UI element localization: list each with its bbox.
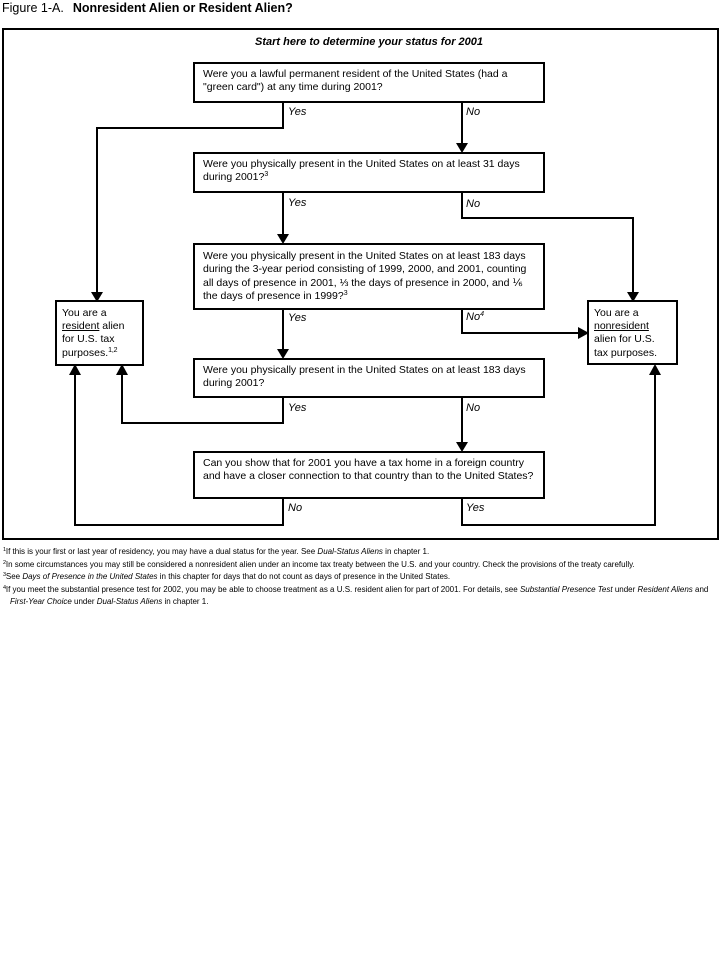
connector-q4-yes (121, 374, 284, 424)
result-box-nonresident-alien: You are a nonresident alien for U.S. tax… (587, 300, 678, 365)
footnote-1-text: If this is your first or last year of re… (5, 547, 430, 556)
branch-label-q1-yes: Yes (288, 106, 307, 118)
flowchart-border (2, 28, 719, 540)
branch-label-q3-yes: Yes (288, 312, 307, 324)
footnote-1: 1If this is your first or last year of r… (3, 546, 719, 559)
start-here-label: Start here to determine your status for … (254, 36, 483, 48)
connector-arrowheads (69, 143, 661, 452)
arrowhead-into-q5 (456, 442, 468, 452)
branch-label-q4-yes: Yes (288, 402, 307, 414)
connector-q5-no (74, 374, 284, 526)
arrowhead-into-nonresident-top (627, 292, 639, 302)
question-box-183-days-3-year: Were you physically present in the Unite… (193, 243, 545, 310)
arrowhead-into-q3 (277, 234, 289, 244)
arrowhead-into-nonresident-left (578, 327, 589, 339)
branch-label-q2-no: No (466, 198, 481, 210)
connector-paths (74, 103, 656, 526)
footnote-4: 4If you meet the substantial presence te… (3, 584, 719, 609)
arrowhead-into-q4 (277, 349, 289, 359)
connector-q5-yes (461, 374, 656, 526)
arrowhead-into-resident-bottom-2 (69, 364, 81, 375)
footnote-3-text: See Days of Presence in the United State… (5, 572, 451, 582)
connector-q2-no (461, 193, 634, 293)
arrowhead-into-resident-bottom-1 (116, 364, 128, 375)
question-box-green-card: Were you a lawful permanent resident of … (193, 62, 545, 103)
branch-label-q3-no: No4 (466, 311, 484, 323)
footnote-3: 3See Days of Presence in the United Stat… (3, 571, 719, 584)
question-box-closer-connection: Can you show that for 2001 you have a ta… (193, 451, 545, 499)
figure-title: Figure 1-A. Nonresident Alien or Resident… (2, 1, 293, 15)
footnotes: 1If this is your first or last year of r… (3, 546, 719, 609)
branch-label-q1-no: No (466, 106, 481, 118)
footnote-4-text: If you meet the substantial presence tes… (5, 584, 709, 607)
figure-label: Figure 1-A. (2, 1, 64, 15)
branch-label-q2-yes: Yes (288, 197, 307, 209)
footnote-2-number: 2 (3, 559, 6, 566)
connector-q1-yes (96, 103, 284, 293)
branch-label-q5-no: No (288, 502, 303, 514)
question-box-31-days: Were you physically present in the Unite… (193, 152, 545, 193)
footnote-4-number: 4 (3, 584, 6, 591)
connector-q3-no (461, 310, 579, 334)
result-box-resident-alien: You are a resident alien for U.S. tax pu… (55, 300, 144, 366)
arrowhead-into-q2 (456, 143, 468, 153)
footnote-1-number: 1 (3, 547, 6, 553)
figure-heading: Nonresident Alien or Resident Alien? (72, 1, 293, 15)
footnote-2-text: In some circumstances you may still be c… (5, 559, 635, 569)
branch-label-q4-no: No (466, 402, 481, 414)
footnote-3-number: 3 (3, 572, 6, 579)
arrowhead-into-nonresident-bottom (649, 364, 661, 375)
branch-label-q5-yes: Yes (466, 502, 485, 514)
question-box-183-days-2001: Were you physically present in the Unite… (193, 358, 545, 398)
arrowhead-into-resident-top (91, 292, 103, 302)
flow-connector-lines (69, 103, 661, 526)
footnote-2: 2In some circumstances you may still be … (3, 559, 719, 572)
